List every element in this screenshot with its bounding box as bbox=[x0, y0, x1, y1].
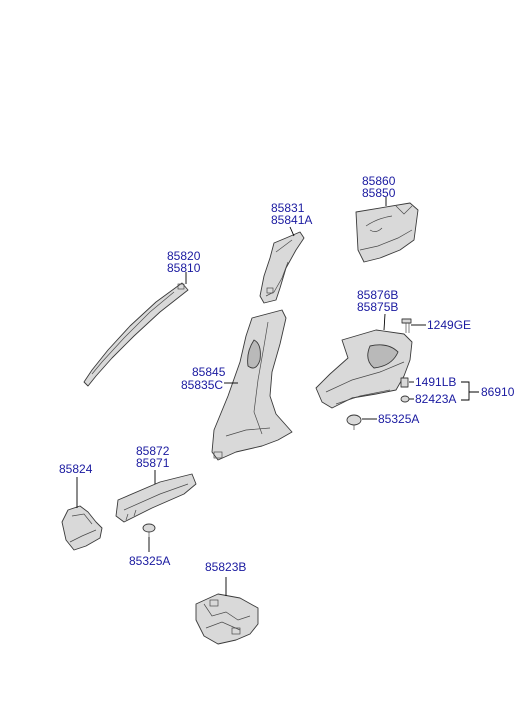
part-85872-door-scuff-plate bbox=[115, 473, 197, 523]
label-85823B: 85823B bbox=[205, 560, 246, 574]
part-82423A-washer bbox=[400, 395, 410, 403]
part-85845-center-pillar-lower-trim bbox=[211, 309, 293, 461]
leader-85875B bbox=[383, 313, 386, 331]
leader-85841A bbox=[289, 226, 295, 237]
part-85831-pillar-upper-trim bbox=[259, 231, 305, 304]
label-85871: 85871 bbox=[136, 456, 170, 470]
part-85820-a-pillar-trim bbox=[83, 282, 189, 387]
label-85872: 85872 bbox=[136, 444, 170, 458]
label-85845: 85845 bbox=[192, 365, 226, 379]
part-85823B-kick-panel bbox=[195, 593, 259, 645]
label-85875B: 85875B bbox=[357, 300, 398, 314]
part-1249GE-screw bbox=[401, 318, 412, 333]
part-85876B-quarter-lower-trim bbox=[315, 329, 413, 409]
label-85325A-right: 85325A bbox=[378, 412, 419, 426]
part-85325A-clip-right bbox=[346, 414, 362, 430]
label-85841A: 85841A bbox=[271, 213, 312, 227]
label-85810: 85810 bbox=[167, 261, 201, 275]
label-85850: 85850 bbox=[362, 186, 396, 200]
label-85831: 85831 bbox=[271, 201, 305, 215]
label-1249GE: 1249GE bbox=[427, 318, 471, 332]
label-82423A: 82423A bbox=[415, 392, 456, 406]
label-86910: 86910 bbox=[481, 385, 515, 399]
label-85876B: 85876B bbox=[357, 288, 398, 302]
part-85824-cowl-side-trim bbox=[61, 505, 103, 551]
label-85820: 85820 bbox=[167, 249, 201, 263]
label-85860: 85860 bbox=[362, 174, 396, 188]
bracket-86910 bbox=[461, 381, 479, 401]
part-85860-quarter-upper-trim bbox=[355, 202, 419, 263]
label-85824: 85824 bbox=[59, 462, 93, 476]
label-85835C: 85835C bbox=[181, 378, 223, 392]
label-1491LB: 1491LB bbox=[415, 375, 456, 389]
part-85325A-clip-left bbox=[142, 523, 156, 537]
part-1491LB-clip bbox=[400, 377, 409, 388]
label-85325A-left: 85325A bbox=[129, 554, 170, 568]
